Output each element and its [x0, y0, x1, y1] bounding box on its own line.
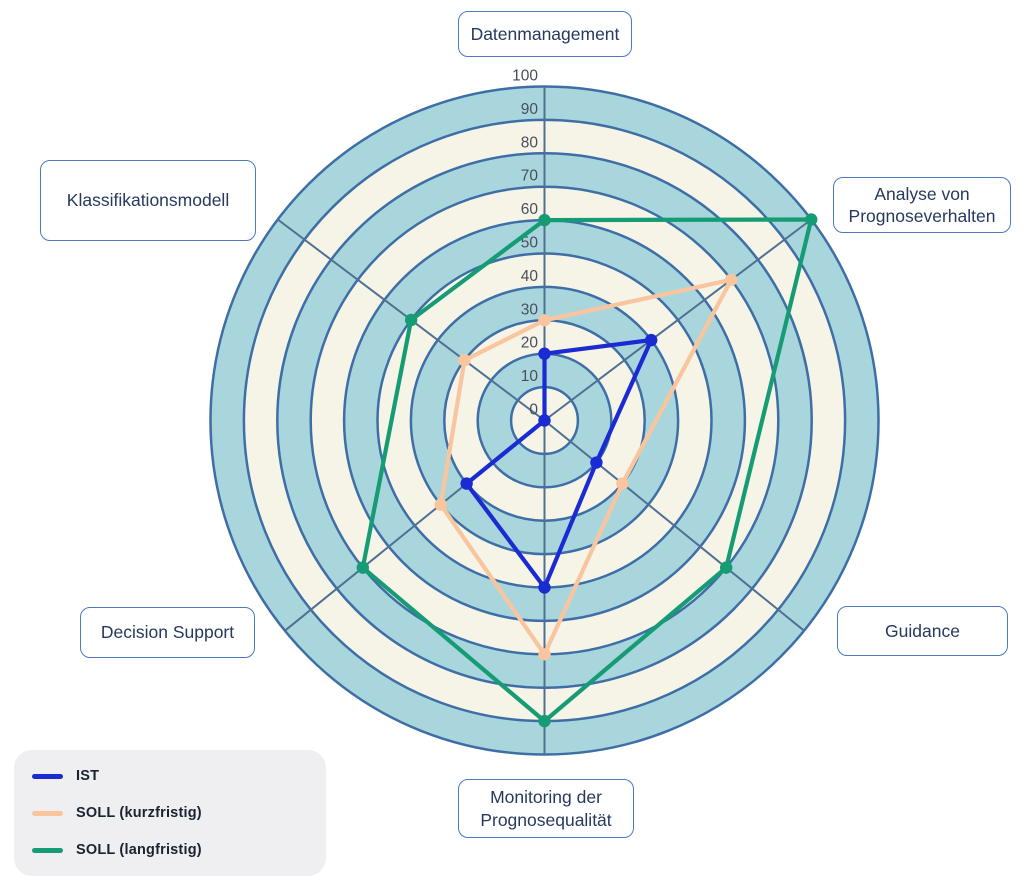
axis-label-monitoring-der-prognosequalitaet: Monitoring der Prognosequalität — [458, 779, 634, 838]
data-point — [590, 456, 603, 469]
legend-swatch-ist — [32, 773, 63, 779]
data-point — [404, 313, 418, 327]
data-point — [644, 333, 658, 347]
legend-item-soll-kurzfristig: SOLL (kurzfristig) — [32, 801, 326, 825]
radial-tick-label: 80 — [521, 134, 539, 151]
data-point — [434, 498, 447, 511]
radial-tick-label: 20 — [521, 335, 539, 352]
radial-tick-label: 50 — [521, 235, 539, 252]
data-point — [725, 273, 738, 286]
radial-tick-label: 60 — [521, 201, 539, 218]
radial-tick-label: 10 — [521, 368, 539, 385]
radial-tick-label: 100 — [512, 68, 538, 85]
radial-tick-label: 0 — [529, 402, 538, 419]
data-point — [719, 561, 733, 574]
data-point — [538, 648, 551, 661]
radial-tick-label: 70 — [521, 168, 539, 185]
data-point — [538, 581, 551, 594]
legend: IST SOLL (kurzfristig) SOLL (langfristig… — [14, 750, 326, 876]
axis-spoke — [543, 419, 805, 632]
axis-label-guidance: Guidance — [837, 606, 1008, 656]
data-point — [460, 477, 473, 490]
data-point — [538, 213, 551, 227]
radial-tick-label: 40 — [521, 268, 539, 285]
data-point — [616, 477, 629, 490]
legend-label-soll-kurzfristig: SOLL (kurzfristig) — [76, 805, 202, 821]
data-point — [538, 314, 551, 327]
legend-item-ist: IST — [32, 764, 326, 788]
axis-label-klassifikationsmodell: Klassifikationsmodell — [40, 160, 256, 241]
axis-label-decision-support: Decision Support — [80, 607, 255, 658]
data-point — [538, 714, 551, 728]
legend-label-soll-langfristig: SOLL (langfristig) — [76, 842, 202, 858]
data-point — [538, 414, 551, 427]
radial-tick-label: 30 — [521, 301, 539, 318]
radial-tick-label: 90 — [521, 101, 539, 118]
legend-label-ist: IST — [76, 768, 100, 784]
data-point — [356, 561, 370, 574]
axis-label-datenmanagement: Datenmanagement — [458, 11, 632, 57]
legend-item-soll-langfristig: SOLL (langfristig) — [32, 838, 326, 862]
legend-swatch-soll-kurzfristig — [32, 810, 63, 816]
data-point — [805, 213, 818, 226]
axis-spoke — [543, 218, 812, 422]
data-point — [538, 347, 551, 360]
data-point — [458, 353, 471, 367]
axis-label-analyse-von-prognoseverhalten: Analyse von Prognoseverhalten — [833, 177, 1011, 233]
legend-swatch-soll-langfristig — [32, 847, 63, 853]
